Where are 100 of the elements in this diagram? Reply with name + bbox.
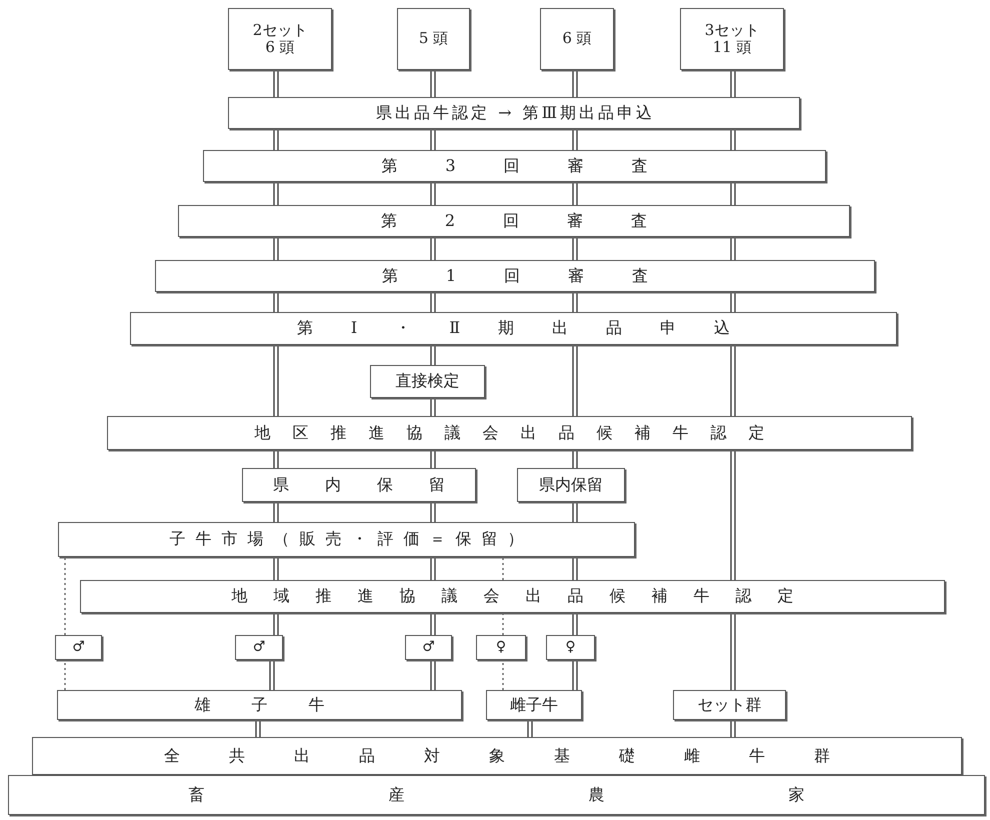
dotted-line	[502, 556, 504, 580]
box-label: 3セット	[704, 22, 760, 39]
box-label: 6 頭	[265, 39, 295, 56]
box-label: 雌子牛	[510, 696, 558, 714]
process-box	[178, 205, 850, 237]
process-box	[228, 97, 800, 129]
double-line	[572, 291, 578, 313]
process-box	[107, 416, 912, 450]
double-line	[730, 719, 736, 738]
box-label: 地区推進協議会出品候補牛認定	[254, 424, 786, 442]
double-line	[430, 236, 436, 261]
process-box	[546, 635, 595, 660]
double-line	[430, 344, 436, 366]
box-label: 地域推進協議会出品候補牛認定	[232, 587, 820, 606]
double-line	[730, 236, 736, 261]
box-label: 6 頭	[562, 30, 592, 48]
double-line	[430, 501, 436, 523]
box-label: ♂	[422, 639, 435, 656]
double-line	[572, 181, 578, 206]
double-line	[430, 69, 436, 98]
double-line	[273, 556, 279, 581]
double-line	[430, 556, 436, 581]
box-label: 2セット	[252, 22, 308, 39]
double-line	[273, 128, 279, 151]
box-label: 子牛市場（販売・評価＝保留）	[170, 530, 534, 549]
box-label: 第2回審査	[380, 212, 696, 230]
box-label: 県出品牛認定 → 第Ⅲ期出品申込	[376, 104, 655, 122]
process-box	[57, 690, 462, 720]
double-line	[730, 291, 736, 313]
double-line	[273, 501, 279, 523]
process-box	[517, 468, 625, 502]
double-line	[730, 612, 736, 691]
process-box	[405, 635, 452, 660]
double-line	[572, 659, 578, 691]
double-line	[730, 344, 736, 417]
double-line	[273, 344, 279, 417]
dotted-line	[64, 556, 66, 636]
box-label: 直接検定	[396, 372, 460, 391]
double-line	[430, 659, 436, 691]
process-box	[235, 635, 283, 660]
double-line	[572, 236, 578, 261]
process-box	[55, 635, 102, 660]
box-label: 第Ⅰ・Ⅱ期出品申込	[296, 319, 768, 338]
double-line	[730, 181, 736, 206]
process-box	[476, 635, 526, 660]
double-line	[572, 556, 578, 581]
process-box	[80, 580, 945, 613]
double-line	[572, 128, 578, 151]
double-line	[273, 449, 279, 469]
box-label: 第1回審査	[382, 266, 696, 286]
double-line	[273, 612, 279, 636]
double-line	[273, 236, 279, 261]
process-box	[540, 8, 614, 70]
double-line	[572, 344, 578, 417]
process-box	[228, 8, 332, 70]
double-line	[430, 449, 436, 469]
process-box	[155, 260, 875, 292]
box-label: 全共出品対象基礎雌牛群	[164, 746, 879, 766]
process-box	[58, 522, 635, 557]
double-line	[572, 69, 578, 98]
double-line	[430, 181, 436, 206]
double-line	[269, 659, 275, 691]
process-box	[370, 365, 485, 398]
process-box	[32, 737, 962, 775]
box-label: 第3回審査	[381, 156, 696, 176]
box-label: ♀	[565, 639, 576, 656]
double-line	[430, 397, 436, 417]
double-line	[730, 128, 736, 151]
double-line	[273, 69, 279, 98]
box-label: 県内保留	[273, 476, 481, 494]
double-line	[430, 128, 436, 151]
double-line	[273, 181, 279, 206]
process-box	[486, 690, 582, 720]
box-label: ♀	[496, 639, 506, 656]
box-label: ♂	[252, 639, 266, 656]
process-box	[680, 8, 784, 70]
process-box	[242, 468, 476, 502]
double-line	[430, 612, 436, 636]
box-label: セット群	[698, 696, 762, 714]
dotted-line	[502, 612, 504, 636]
double-line	[572, 501, 578, 523]
double-line	[572, 449, 578, 469]
double-line	[730, 449, 736, 581]
double-line	[430, 291, 436, 313]
process-box	[203, 150, 826, 182]
box-label: 雄子牛	[194, 696, 366, 714]
process-box	[397, 8, 470, 70]
box-label: 県内保留	[539, 476, 603, 494]
box-label: 5 頭	[418, 30, 448, 48]
process-box	[130, 312, 897, 345]
box-label: 畜産農家	[188, 786, 988, 804]
process-box	[8, 775, 985, 815]
box-label: ♂	[72, 639, 85, 656]
double-line	[730, 69, 736, 98]
double-line	[255, 719, 261, 738]
double-line	[572, 612, 578, 636]
double-line	[273, 291, 279, 313]
box-label: 11 頭	[712, 39, 752, 56]
process-box	[673, 690, 786, 720]
double-line	[527, 719, 533, 738]
